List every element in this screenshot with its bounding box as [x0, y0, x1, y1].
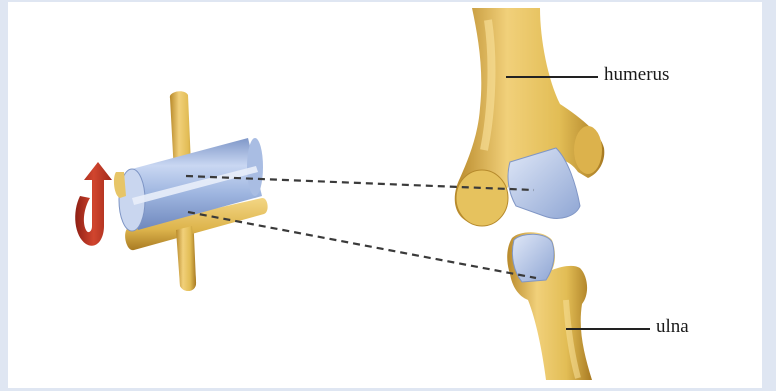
label-humerus: humerus — [604, 64, 669, 86]
barrel-collar — [114, 172, 126, 198]
hinge-joint-model — [114, 91, 268, 291]
rotation-arrow-icon — [75, 162, 112, 246]
label-ulna: ulna — [656, 316, 689, 338]
